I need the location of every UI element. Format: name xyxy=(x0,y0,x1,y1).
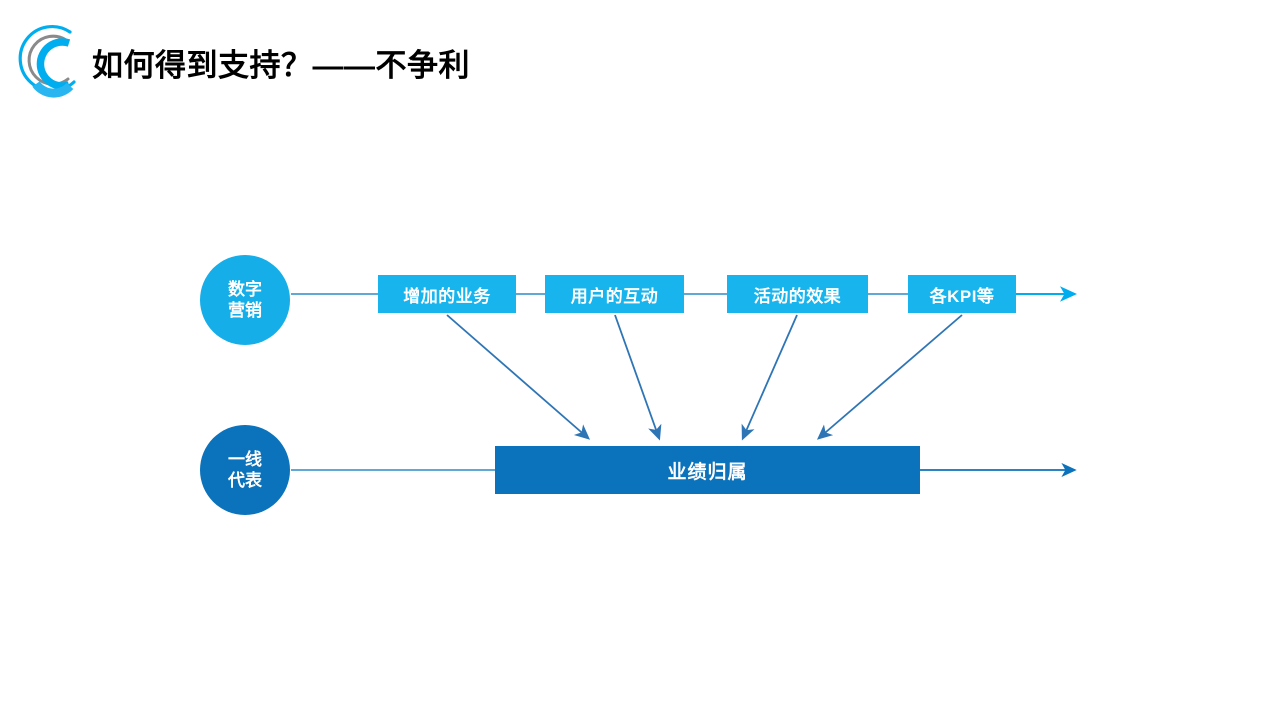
circular-arc-logo-icon xyxy=(12,22,90,104)
node-circle-frontline-rep[interactable]: 一线 代表 xyxy=(200,425,290,515)
circle-label-line-1: 数字 xyxy=(228,279,262,299)
circle-label-line-2: 代表 xyxy=(228,471,262,490)
circle-label-line-1: 一线 xyxy=(228,449,262,469)
result-bar-performance-attribution[interactable]: 业绩归属 xyxy=(495,446,920,494)
page-title: 如何得到支持？——不争利 xyxy=(92,48,470,83)
stage-box-user-interaction[interactable]: 用户的互动 xyxy=(545,275,684,313)
node-circle-digital-marketing[interactable]: 数字 营销 xyxy=(200,255,290,345)
slide-header: 如何得到支持？——不争利 xyxy=(0,0,1280,130)
circle-label-line-2: 营销 xyxy=(228,301,262,320)
stage-box-increased-business[interactable]: 增加的业务 xyxy=(378,275,516,313)
stage-box-kpis[interactable]: 各KPI等 xyxy=(908,275,1016,313)
stage-box-campaign-effect[interactable]: 活动的效果 xyxy=(727,275,868,313)
